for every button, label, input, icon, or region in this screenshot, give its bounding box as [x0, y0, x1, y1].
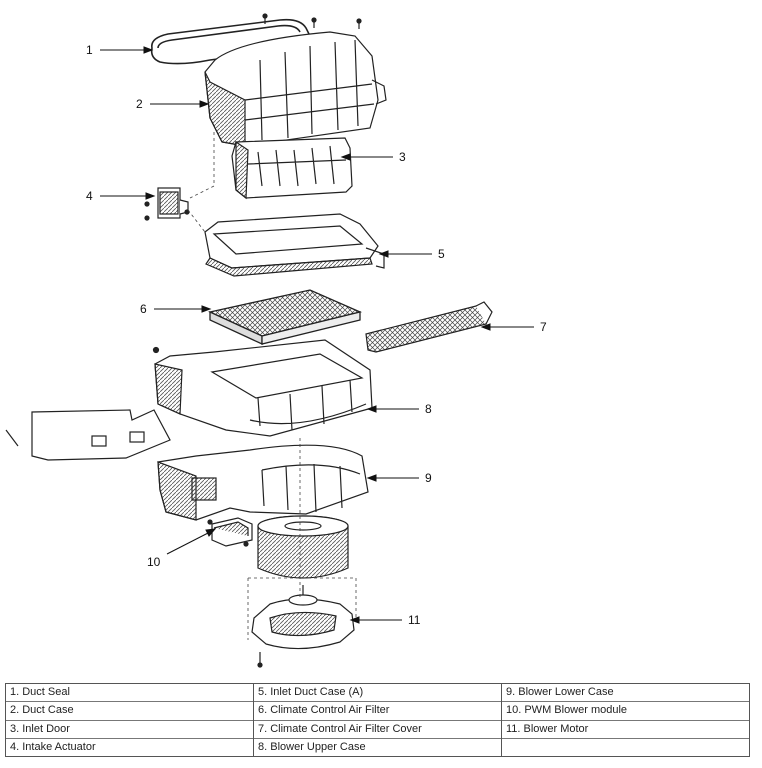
legend-item: 9. Blower Lower Case [502, 684, 749, 703]
legend-item: 5. Inlet Duct Case (A) [254, 684, 501, 703]
filter-cover-part [365, 301, 493, 353]
legend-item [502, 739, 749, 756]
screw-group-top [262, 13, 362, 29]
inlet-duct-case-part [204, 213, 385, 277]
leader-lines [100, 46, 534, 624]
legend-item: 4. Intake Actuator [10, 740, 96, 753]
legend-item: 7. Climate Control Air Filter Cover [254, 721, 501, 739]
blower-fan-wheel-part [257, 515, 349, 600]
callout-10: 10 [147, 555, 161, 569]
legend-item: 3. Inlet Door [6, 721, 253, 739]
inlet-door-part [231, 137, 353, 200]
blower-motor-part [251, 594, 355, 668]
callout-8: 8 [425, 402, 432, 416]
callout-7: 7 [540, 320, 547, 334]
callout-5: 5 [438, 247, 445, 261]
blower-lower-case-part [157, 444, 369, 521]
callout-11: 11 [408, 613, 421, 627]
legend-item: 11. Blower Motor [502, 721, 749, 739]
intake-actuator-part [144, 187, 190, 221]
callout-3: 3 [399, 150, 406, 164]
exploded-view-diagram: 1 2 3 4 5 6 7 8 9 10 11 [5, 13, 547, 668]
legend-item: 2. Duct Case [6, 702, 253, 721]
callout-4: 4 [86, 189, 93, 203]
parts-legend-table: 1. Duct Seal 2. Duct Case 3. Inlet Door … [5, 683, 750, 757]
callout-6: 6 [140, 302, 147, 316]
legend-item: 10. PWM Blower module [502, 702, 749, 721]
duct-case-part [204, 31, 387, 147]
legend-item: 6. Climate Control Air Filter [254, 702, 501, 721]
callout-2: 2 [136, 97, 143, 111]
legend-column-1: 1. Duct Seal 2. Duct Case 3. Inlet Door … [6, 684, 254, 756]
air-filter-part [207, 289, 363, 346]
legend-item: 8. Blower Upper Case [258, 740, 366, 753]
callout-1: 1 [86, 43, 93, 57]
blower-upper-case-part [5, 339, 373, 461]
callout-9: 9 [425, 471, 432, 485]
legend-item: 1. Duct Seal [6, 684, 253, 703]
legend-column-2: 5. Inlet Duct Case (A) 6. Climate Contro… [254, 684, 502, 756]
assembly-guide-lines [187, 132, 357, 640]
pwm-blower-module-part [207, 517, 253, 547]
legend-column-3: 9. Blower Lower Case 10. PWM Blower modu… [502, 684, 749, 756]
